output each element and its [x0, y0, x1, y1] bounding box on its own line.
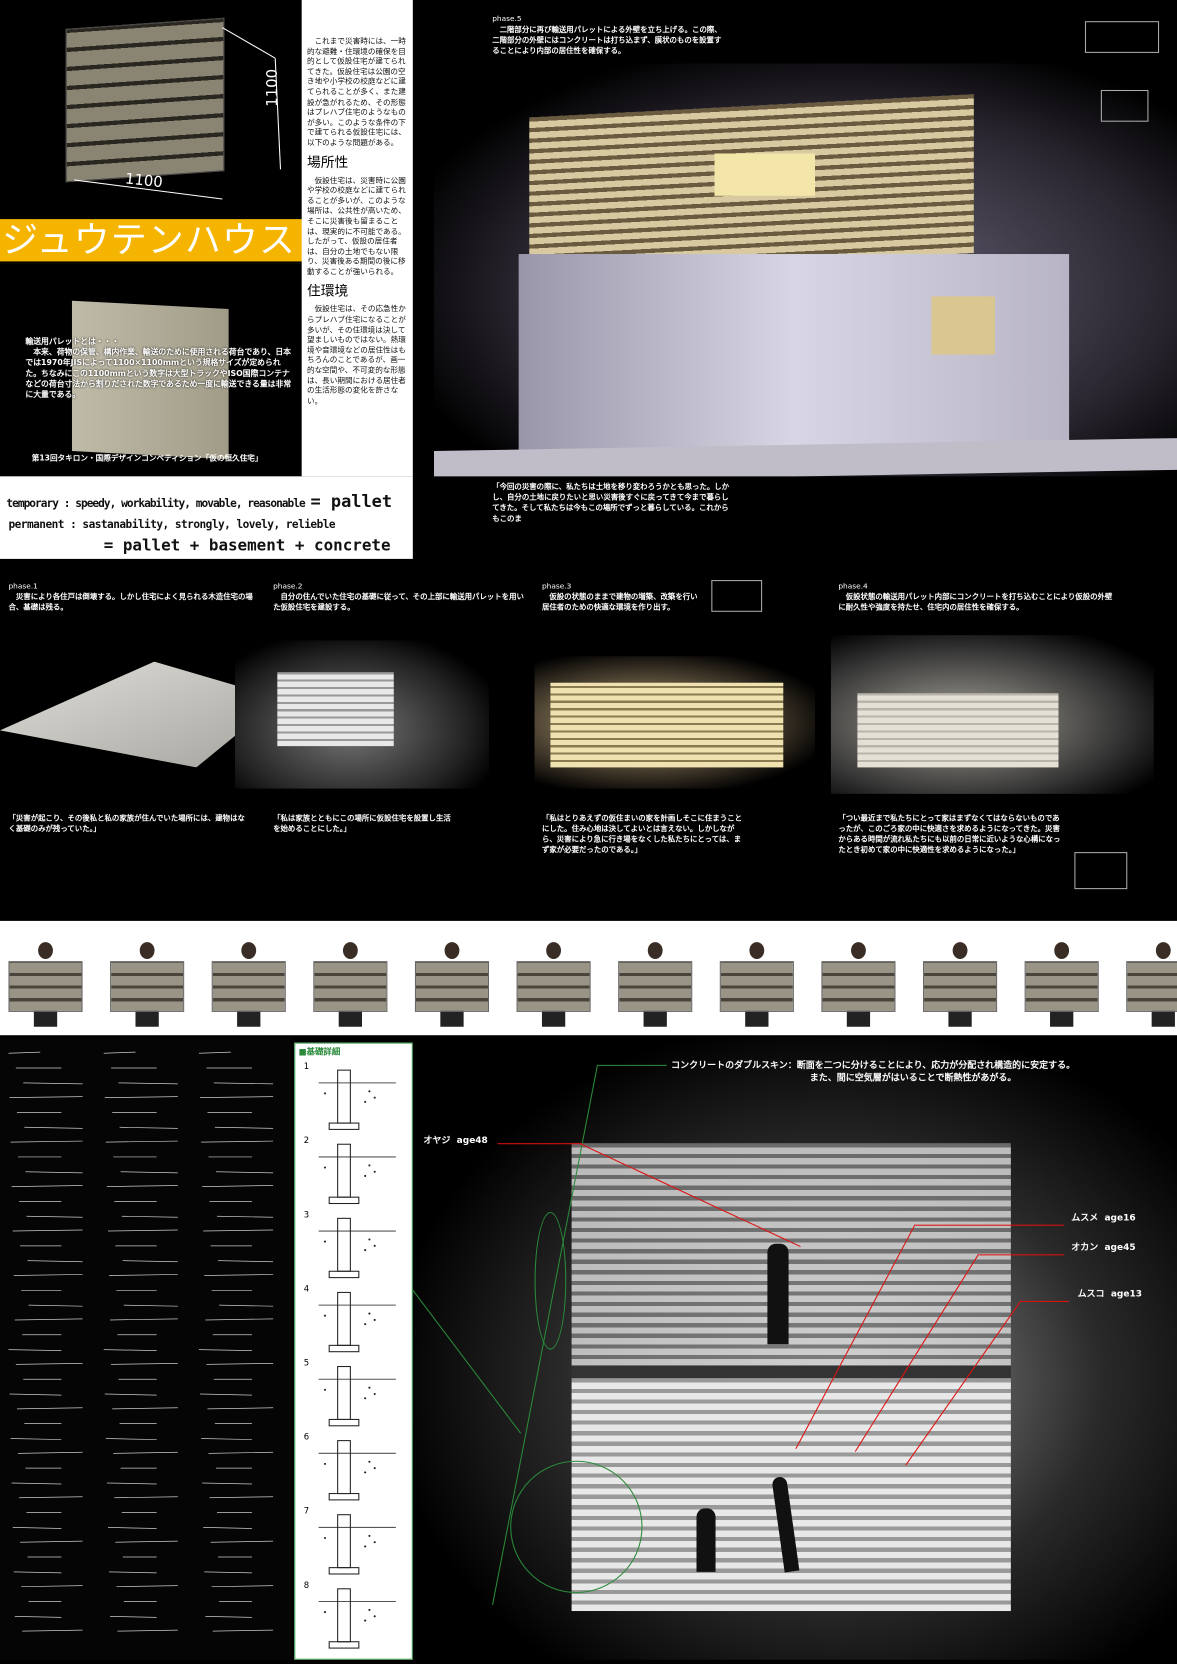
step-number: 7	[303, 1506, 310, 1516]
phase-quote: 「私は家族とともにこの場所に仮設住宅を設置し生活を始めることにした。」	[273, 813, 451, 834]
title-banner: ジュウテンハウス	[0, 216, 307, 264]
figure-father	[767, 1243, 789, 1345]
slogan-temporary: temporary : speedy, workability, movable…	[6, 491, 392, 511]
pallet-caption: 輸送用パレットとは・・・ 本来、荷物の保管、構内作業、輸送のために使用される荷台…	[25, 337, 295, 401]
foundation-detail-panel: ■基礎詳細 1 2 3 4 5 6 7 8	[294, 1042, 413, 1660]
person-carrying-pallet	[821, 942, 896, 1027]
step-number: 5	[303, 1358, 310, 1368]
phase-quote: 「つい最近まで私たちにとって家はまずなくてはならないものであったが、このごろ家の…	[838, 813, 1061, 855]
phase5-label: phase.5	[492, 14, 522, 24]
phase-quote: 「災害が起こり、その後私と私の家族が住んでいた場所には、建物はなく基礎のみが残っ…	[8, 813, 245, 834]
phase-label: phase.4	[838, 582, 868, 591]
person-carrying-pallet	[211, 942, 286, 1027]
slogan-temporary-result: = pallet	[310, 491, 393, 512]
section-body: 仮設住宅は、災害時に公園や学校の校庭などに建てられることが多いが、このような場所…	[306, 175, 406, 277]
structural-calculation-sketches	[0, 1037, 292, 1660]
foundation-step: 8	[295, 1578, 411, 1652]
section-heading: 場所性	[306, 155, 349, 171]
foundation-step: 2	[295, 1134, 411, 1208]
foundation-step: 4	[295, 1282, 411, 1356]
slogan-temporary-text: temporary : speedy, workability, movable…	[6, 497, 305, 511]
floor-plan-icon	[1084, 21, 1160, 53]
person-carrying-pallet	[923, 942, 998, 1027]
phase-4: phase.4 仮設状態の輸送用パレット内部にコンクリートを打ち込むことにより仮…	[838, 582, 1113, 613]
phase-description: 仮設の状態のままで建物の増築、改築を行い居住者のための快適な環境を作り出す。	[541, 592, 698, 612]
floor-slab	[571, 1365, 1011, 1379]
foundation-step: 3	[295, 1208, 411, 1282]
figure-daughter	[696, 1508, 716, 1572]
step-number: 1	[303, 1061, 310, 1072]
section-heading: 住環境	[306, 284, 349, 301]
section-body: 仮設住宅は、その応急性からプレハブ住宅になることが多いが、その住環境は決して望ま…	[306, 304, 406, 406]
figure-label-daughter: ムスメ age16	[1071, 1213, 1136, 1224]
pallet-caption-title: 輸送用パレットとは・・・	[25, 336, 120, 347]
double-skin-title: コンクリートのダブルスキン：断面を二つに分けることにより、応力が分配され構造的に…	[671, 1060, 1076, 1072]
person-carrying-pallet	[1024, 942, 1099, 1027]
competition-caption: 第13回タキロン・国際デザインコンペティション「仮の恒久住宅」	[31, 453, 263, 463]
phase5-description: 二階部分に再び輸送用パレットによる外壁を立ち上げる。この際、二階部分の外壁にはコ…	[492, 25, 722, 56]
phase5-quote: 「今回の災害の際に、私たちは土地を移り変わろうかとも思った。しかし、自分の土地に…	[492, 482, 730, 523]
slogan-permanent-result: = pallet + basement + concrete	[103, 535, 391, 555]
floor-plan-icon	[1100, 89, 1149, 122]
handwritten-calculations	[8, 1051, 274, 1632]
pallet-caption-body: 本来、荷物の保管、構内作業、輸送のために使用される荷台であり、日本では1970年…	[25, 347, 292, 400]
page-title: ジュウテンハウス	[2, 219, 296, 262]
person-carrying-pallet	[414, 942, 490, 1027]
foundation-step: 6	[295, 1430, 411, 1504]
lower-window	[931, 296, 995, 355]
upper-level	[571, 1143, 1011, 1366]
intro-body: これまで災害時には、一時的な避難・住環境の確保を目的として仮設住宅が建てられてき…	[306, 35, 406, 148]
phase-1: phase.1 災害により各住戸は倒壊する。しかし住宅によく見られる木造住宅の場…	[8, 582, 262, 613]
step-number: 6	[303, 1432, 310, 1442]
phase-quote: 「私はとりあえずの仮住まいの家を計画しそこに住まうことにした。住み心地は決してよ…	[541, 813, 743, 855]
intro-column: これまで災害時には、一時的な避難・住環境の確保を目的として仮設住宅が建てられてき…	[301, 0, 413, 477]
phase-description: 仮設状態の輸送用パレット内部にコンクリートを打ち込むことにより仮設の外壁に耐久性…	[838, 592, 1113, 612]
phase2-photo	[234, 640, 490, 789]
person-carrying-pallet	[8, 942, 83, 1027]
step-number: 3	[303, 1209, 310, 1220]
phase-2: phase.2 自分の住んでいた住宅の基礎に従って、その上部に輸送用パレットを用…	[273, 582, 527, 613]
double-skin-body: また、間に空気層がはいることで断熱性があがる。	[809, 1073, 1017, 1084]
step-number: 2	[303, 1135, 310, 1146]
figure-label-son: ムスコ age13	[1077, 1289, 1142, 1300]
dimension-height: 1100	[264, 68, 282, 107]
phase5-photo	[433, 63, 1177, 477]
foundation-step: 1	[295, 1060, 411, 1134]
person-carrying-pallet	[110, 942, 185, 1027]
phase4-photo	[830, 635, 1154, 794]
phase3-photo	[534, 656, 816, 789]
phase-label: phase.2	[273, 582, 303, 591]
step-number: 4	[303, 1283, 310, 1294]
detail-title: ■基礎詳細	[298, 1046, 341, 1057]
detail-callout-ellipse	[534, 1211, 567, 1350]
figure-label-mother: オカン age45	[1071, 1242, 1136, 1254]
lower-floor	[518, 254, 1070, 456]
slogan-panel: temporary : speedy, workability, movable…	[0, 476, 413, 559]
person-carrying-pallet	[618, 942, 693, 1027]
foundation-step: 5	[295, 1356, 411, 1430]
phase5-text: phase.5 二階部分に再び輸送用パレットによる外壁を立ち上げる。この際、二階…	[492, 15, 725, 56]
phase-label: phase.3	[541, 582, 572, 591]
lit-window	[714, 153, 816, 196]
phase-description: 自分の住んでいた住宅の基礎に従って、その上部に輸送用パレットを用いた仮設住宅を建…	[273, 592, 524, 612]
person-carrying-pallet	[1126, 942, 1177, 1027]
lower-level	[571, 1378, 1011, 1612]
floor-plan-icon	[711, 580, 763, 612]
people-carrying-pallets-strip	[0, 920, 1177, 1036]
person-carrying-pallet	[516, 942, 591, 1027]
person-carrying-pallet	[719, 942, 794, 1027]
foundation-step: 7	[295, 1504, 411, 1578]
person-carrying-pallet	[313, 942, 388, 1027]
title-panel: 1100 1100 ジュウテンハウス 輸送用パレットとは・・・ 本来、荷物の保管…	[0, 0, 307, 477]
step-number: 8	[303, 1580, 310, 1590]
floor-plan-icon	[1074, 852, 1128, 890]
phase-label: phase.1	[8, 582, 38, 591]
phase-description: 災害により各住戸は倒壊する。しかし住宅によく見られる木造住宅の場合、基礎は残る。	[8, 592, 253, 612]
double-skin-caption: コンクリートのダブルスキン：断面を二つに分けることにより、応力が分配され構造的に…	[671, 1060, 1168, 1085]
detail-callout-circle	[510, 1460, 643, 1594]
phase-3: phase.3 仮設の状態のままで建物の増築、改築を行い居住者のための快適な環境…	[542, 582, 701, 613]
slogan-permanent: permanent : sastanability, strongly, lov…	[8, 518, 336, 532]
dimension-lines	[74, 27, 282, 200]
figure-label-father: オヤジ age48	[423, 1135, 488, 1147]
